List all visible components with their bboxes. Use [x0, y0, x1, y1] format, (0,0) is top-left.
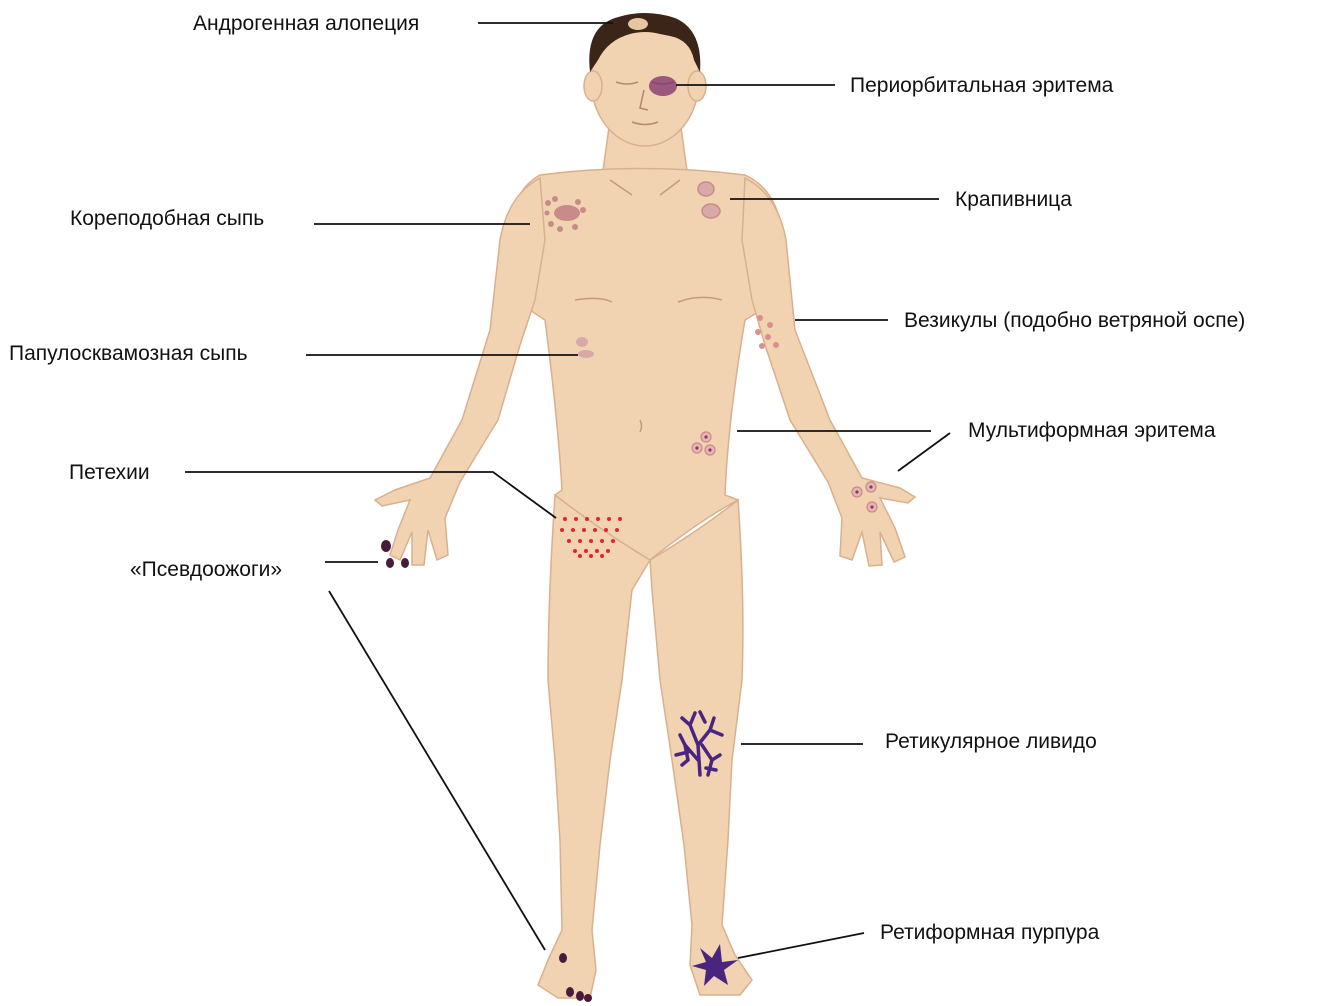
leader-retiform-purpura [738, 933, 864, 958]
label-retiform-purpura: Ретиформная пурпура [880, 922, 1099, 943]
label-pseudo-burns: «Псевдоожоги» [130, 559, 282, 580]
torso [510, 169, 782, 561]
label-petechiae: Петехии [69, 462, 150, 483]
human-figure [375, 14, 915, 998]
leader-pseudo-burns-foot [329, 591, 545, 950]
leader-petechiae [185, 472, 556, 518]
label-androgenic-alopecia: Андрогенная алопеция [193, 13, 419, 34]
leader-erythema-multiforme-2 [898, 433, 950, 471]
label-papulosquamous-rash: Папулосквамозная сыпь [9, 343, 248, 364]
label-erythema-multiforme: Мультиформная эритема [968, 420, 1216, 441]
left-ear [584, 71, 602, 101]
label-livedo-reticularis: Ретикулярное ливидо [885, 731, 1097, 752]
left-arm [375, 178, 545, 565]
right-leg [650, 500, 752, 995]
right-ear [688, 71, 706, 101]
left-leg [538, 495, 650, 998]
bald-spot [628, 18, 648, 30]
label-urticaria: Крапивница [955, 189, 1072, 210]
periorbital-erythema-mark [649, 76, 677, 96]
label-periorbital-erythema: Периорбитальная эритема [850, 75, 1113, 96]
label-measles-like-rash: Кореподобная сыпь [70, 208, 264, 229]
label-vesicles: Везикулы (подобно ветряной оспе) [904, 310, 1245, 331]
right-arm [742, 178, 915, 566]
